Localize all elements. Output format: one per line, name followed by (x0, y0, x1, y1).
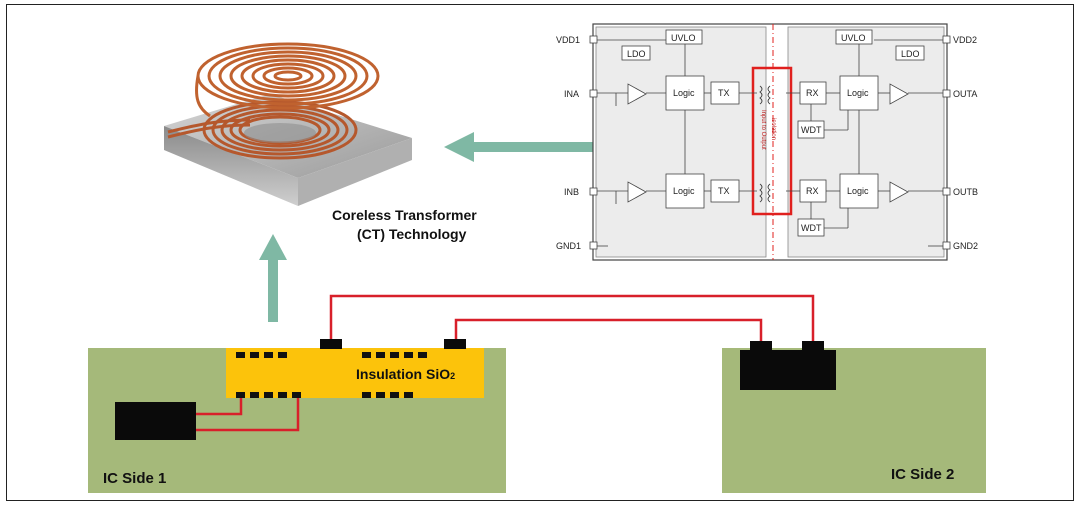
label-ina: INA (564, 89, 579, 99)
label-vdd1: VDD1 (556, 35, 580, 45)
logic-a-left: Logic (673, 88, 695, 98)
label-inb: INB (564, 187, 579, 197)
isolation-text-2: isolation (770, 118, 776, 140)
insulation-label: Insulation SiO2 (356, 366, 455, 382)
logic-b-right: Logic (847, 186, 869, 196)
pin-inb (589, 187, 598, 196)
label-gnd1: GND1 (556, 241, 581, 251)
rx-a: RX (806, 88, 819, 98)
wdt-b: WDT (801, 223, 822, 233)
insulation-label-subscript: 2 (450, 371, 456, 381)
caption-line-2: (CT) Technology (357, 226, 467, 242)
isolation-text-1: Input to Output (760, 110, 766, 150)
pad-right-1 (750, 341, 772, 351)
pin-gnd1 (589, 241, 598, 250)
pad-left-2 (444, 339, 466, 349)
pin-vdd1 (589, 35, 598, 44)
logic-b-left: Logic (673, 186, 695, 196)
caption-line-1: Coreless Transformer (332, 207, 477, 223)
ldo-right: LDO (901, 49, 920, 59)
input-die-panel (595, 26, 767, 258)
copper-coil-icon (164, 42, 412, 206)
logic-a-right: Logic (847, 88, 869, 98)
wdt-a: WDT (801, 125, 822, 135)
rx-b: RX (806, 186, 819, 196)
tx-a: TX (718, 88, 730, 98)
uvlo-left: UVLO (671, 33, 696, 43)
figure-border (6, 4, 1074, 501)
pad-left-1 (320, 339, 342, 349)
uvlo-right: UVLO (841, 33, 866, 43)
chip-side-2 (740, 350, 836, 390)
chip-side-1 (115, 402, 196, 440)
tx-b: TX (718, 186, 730, 196)
pin-outb (942, 187, 951, 196)
ic-side-1-label: IC Side 1 (103, 470, 167, 487)
ic-side-2-label: IC Side 2 (891, 466, 955, 483)
arrow-up-icon (259, 234, 287, 322)
ldo-left: LDO (627, 49, 646, 59)
pin-vdd2 (942, 35, 951, 44)
pin-outa (942, 89, 951, 98)
pin-gnd2 (942, 241, 951, 250)
insulation-label-text: Insulation SiO (356, 366, 451, 382)
gate-driver-schematic: Input to Output isolation VDD1 INA INB G… (556, 23, 978, 261)
label-gnd2: GND2 (953, 241, 978, 251)
label-outa: OUTA (953, 89, 977, 99)
coil-segments-icon (236, 352, 427, 398)
pad-right-2 (802, 341, 824, 351)
label-vdd2: VDD2 (953, 35, 977, 45)
pin-ina (589, 89, 598, 98)
transformer-highlight-box (751, 66, 793, 216)
label-outb: OUTB (953, 187, 978, 197)
